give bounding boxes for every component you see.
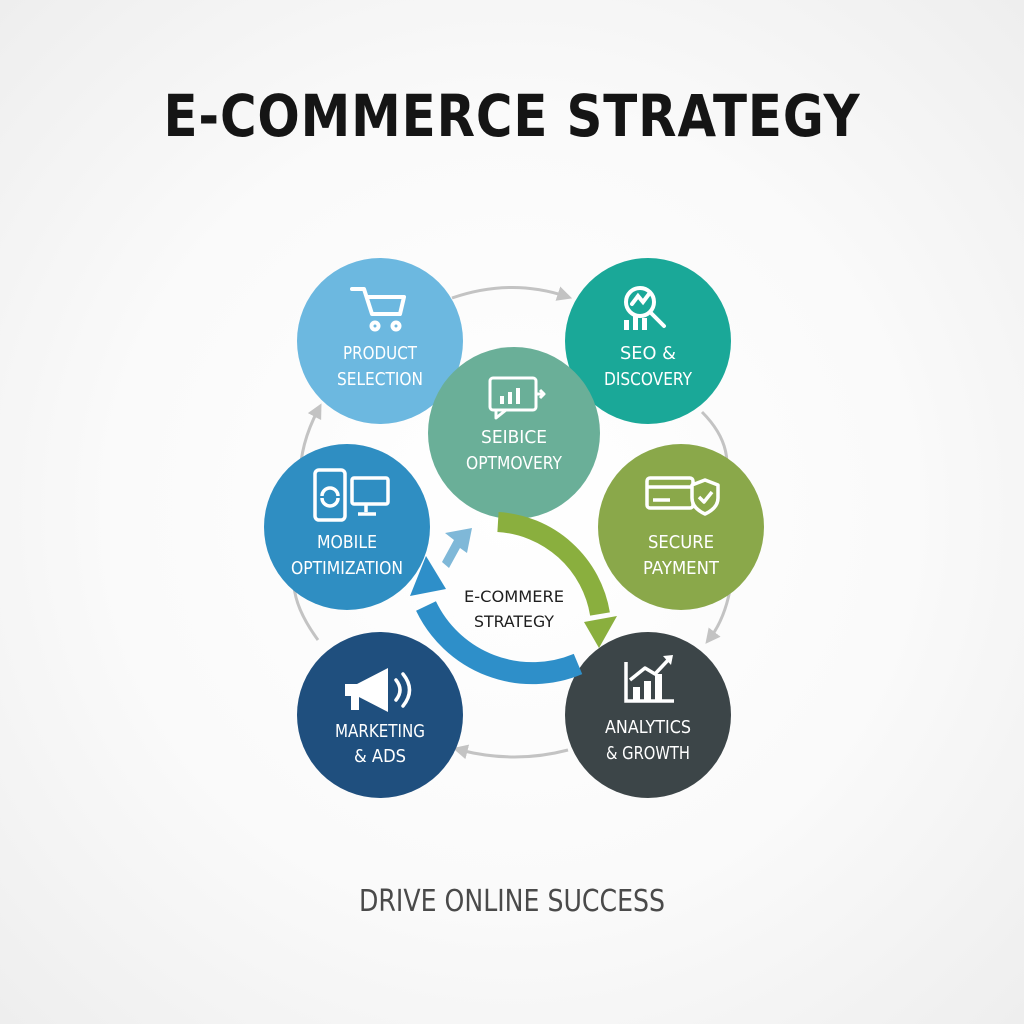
node-circle-secure-payment xyxy=(598,444,764,610)
node-circle-analytics-growth xyxy=(565,632,731,798)
center-label-line1: E-COMMERE xyxy=(464,587,564,606)
node-circle-mobile-optimization xyxy=(264,444,430,610)
node-label-secure-payment-line2: PAYMENT xyxy=(643,558,720,579)
node-label-seo-discovery-line2: DISCOVERY xyxy=(604,369,693,390)
phone-monitor-icon xyxy=(313,468,390,522)
inner-arrow-green xyxy=(497,512,610,616)
node-label-analytics-growth-line1: ANALYTICS xyxy=(605,717,691,738)
node-label-secure-payment-line1: SECURE xyxy=(648,532,714,553)
node-label-mobile-optimization-line2: OPTIMIZATION xyxy=(291,558,403,579)
magnifier-chart-icon xyxy=(624,286,666,330)
node-label-marketing-ads-line2: & ADS xyxy=(354,746,406,767)
arrow-analytics-to-marketing xyxy=(452,744,569,760)
node-label-product-selection-line2: SELECTION xyxy=(337,369,423,390)
node-circle-product-selection xyxy=(297,258,463,424)
node-label-seibice-optmovery-line1: SEIBICE xyxy=(481,427,547,448)
arrow-product-to-seo xyxy=(451,285,573,301)
node-circle-marketing-ads xyxy=(297,632,463,798)
growth-chart-icon xyxy=(624,655,674,703)
node-label-seo-discovery-line1: SEO & xyxy=(620,343,676,364)
card-shield-icon xyxy=(645,476,720,516)
monitor-chart-icon xyxy=(488,376,546,420)
node-label-mobile-optimization-line1: MOBILE xyxy=(317,532,377,553)
node-circle-seo-discovery xyxy=(565,258,731,424)
inner-arrow-green-head xyxy=(584,616,617,648)
arrow-payment-to-analytics xyxy=(705,589,732,644)
node-label-product-selection-line1: PRODUCT xyxy=(343,343,418,364)
node-label-seibice-optmovery-line2: OPTMOVERY xyxy=(466,453,563,474)
tagline: DRIVE ONLINE SUCCESS xyxy=(358,884,665,919)
page-title: E-COMMERCE STRATEGY xyxy=(163,82,861,150)
megaphone-icon xyxy=(345,668,412,712)
inner-arrow-light-blue xyxy=(442,528,472,568)
node-label-marketing-ads-line1: MARKETING xyxy=(335,721,425,742)
shopping-cart-icon xyxy=(350,287,406,332)
inner-arrow-blue xyxy=(416,601,583,685)
outer-cycle-arrows xyxy=(292,285,732,760)
node-label-analytics-growth-line2: & GROWTH xyxy=(606,743,690,764)
node-circle-seibice-optmovery xyxy=(428,347,600,519)
inner-arrow-blue-head xyxy=(410,556,446,596)
center-label-line2: STRATEGY xyxy=(474,612,554,631)
